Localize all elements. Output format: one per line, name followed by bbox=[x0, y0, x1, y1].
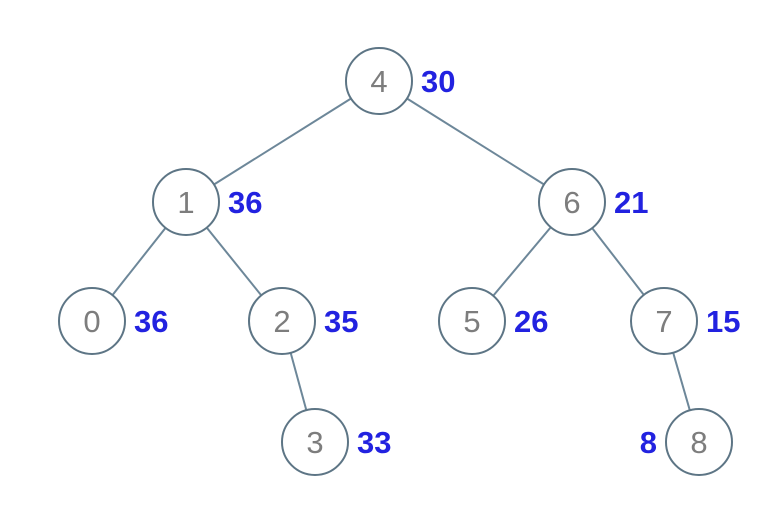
node-4-circle bbox=[345, 47, 413, 115]
node-5-circle bbox=[438, 287, 506, 355]
node-8-circle bbox=[665, 408, 733, 476]
tree-node-2: 2 35 bbox=[248, 287, 358, 355]
tree-node-6: 6 21 bbox=[538, 168, 648, 236]
node-7-number: 7 bbox=[655, 304, 672, 339]
edge-4-1 bbox=[213, 97, 352, 186]
node-0-value: 36 bbox=[134, 304, 168, 339]
node-3-value: 33 bbox=[357, 425, 391, 460]
node-2-circle bbox=[248, 287, 316, 355]
node-7-circle bbox=[630, 287, 698, 355]
edge-1-2 bbox=[205, 227, 263, 296]
edge-1-0 bbox=[111, 227, 167, 296]
node-6-value: 21 bbox=[614, 185, 648, 220]
node-1-value: 36 bbox=[228, 185, 262, 220]
edge-7-8 bbox=[672, 352, 691, 411]
node-4-number: 4 bbox=[370, 64, 387, 99]
edge-6-5 bbox=[492, 226, 552, 297]
node-5-number: 5 bbox=[463, 304, 480, 339]
tree-node-5: 5 26 bbox=[438, 287, 548, 355]
node-6-circle bbox=[538, 168, 606, 236]
node-2-value: 35 bbox=[324, 304, 358, 339]
node-3-circle bbox=[281, 408, 349, 476]
node-8-number: 8 bbox=[690, 425, 707, 460]
node-5-value: 26 bbox=[514, 304, 548, 339]
node-4-value: 30 bbox=[421, 64, 455, 99]
edge-4-6 bbox=[406, 97, 545, 186]
tree-node-1: 1 36 bbox=[152, 168, 262, 236]
edge-6-7 bbox=[591, 227, 645, 296]
node-6-number: 6 bbox=[563, 185, 580, 220]
node-0-circle bbox=[58, 287, 126, 355]
node-8-value: 8 bbox=[640, 425, 657, 460]
node-3-number: 3 bbox=[306, 425, 323, 460]
edge-2-3 bbox=[289, 352, 308, 411]
tree-node-8: 88 bbox=[640, 408, 733, 476]
node-2-number: 2 bbox=[273, 304, 290, 339]
node-0-number: 0 bbox=[83, 304, 100, 339]
tree-node-4: 4 30 bbox=[345, 47, 455, 115]
tree-node-7: 7 15 bbox=[630, 287, 740, 355]
tree-node-0: 0 36 bbox=[58, 287, 168, 355]
node-1-circle bbox=[152, 168, 220, 236]
node-1-number: 1 bbox=[177, 185, 194, 220]
node-7-value: 15 bbox=[706, 304, 740, 339]
